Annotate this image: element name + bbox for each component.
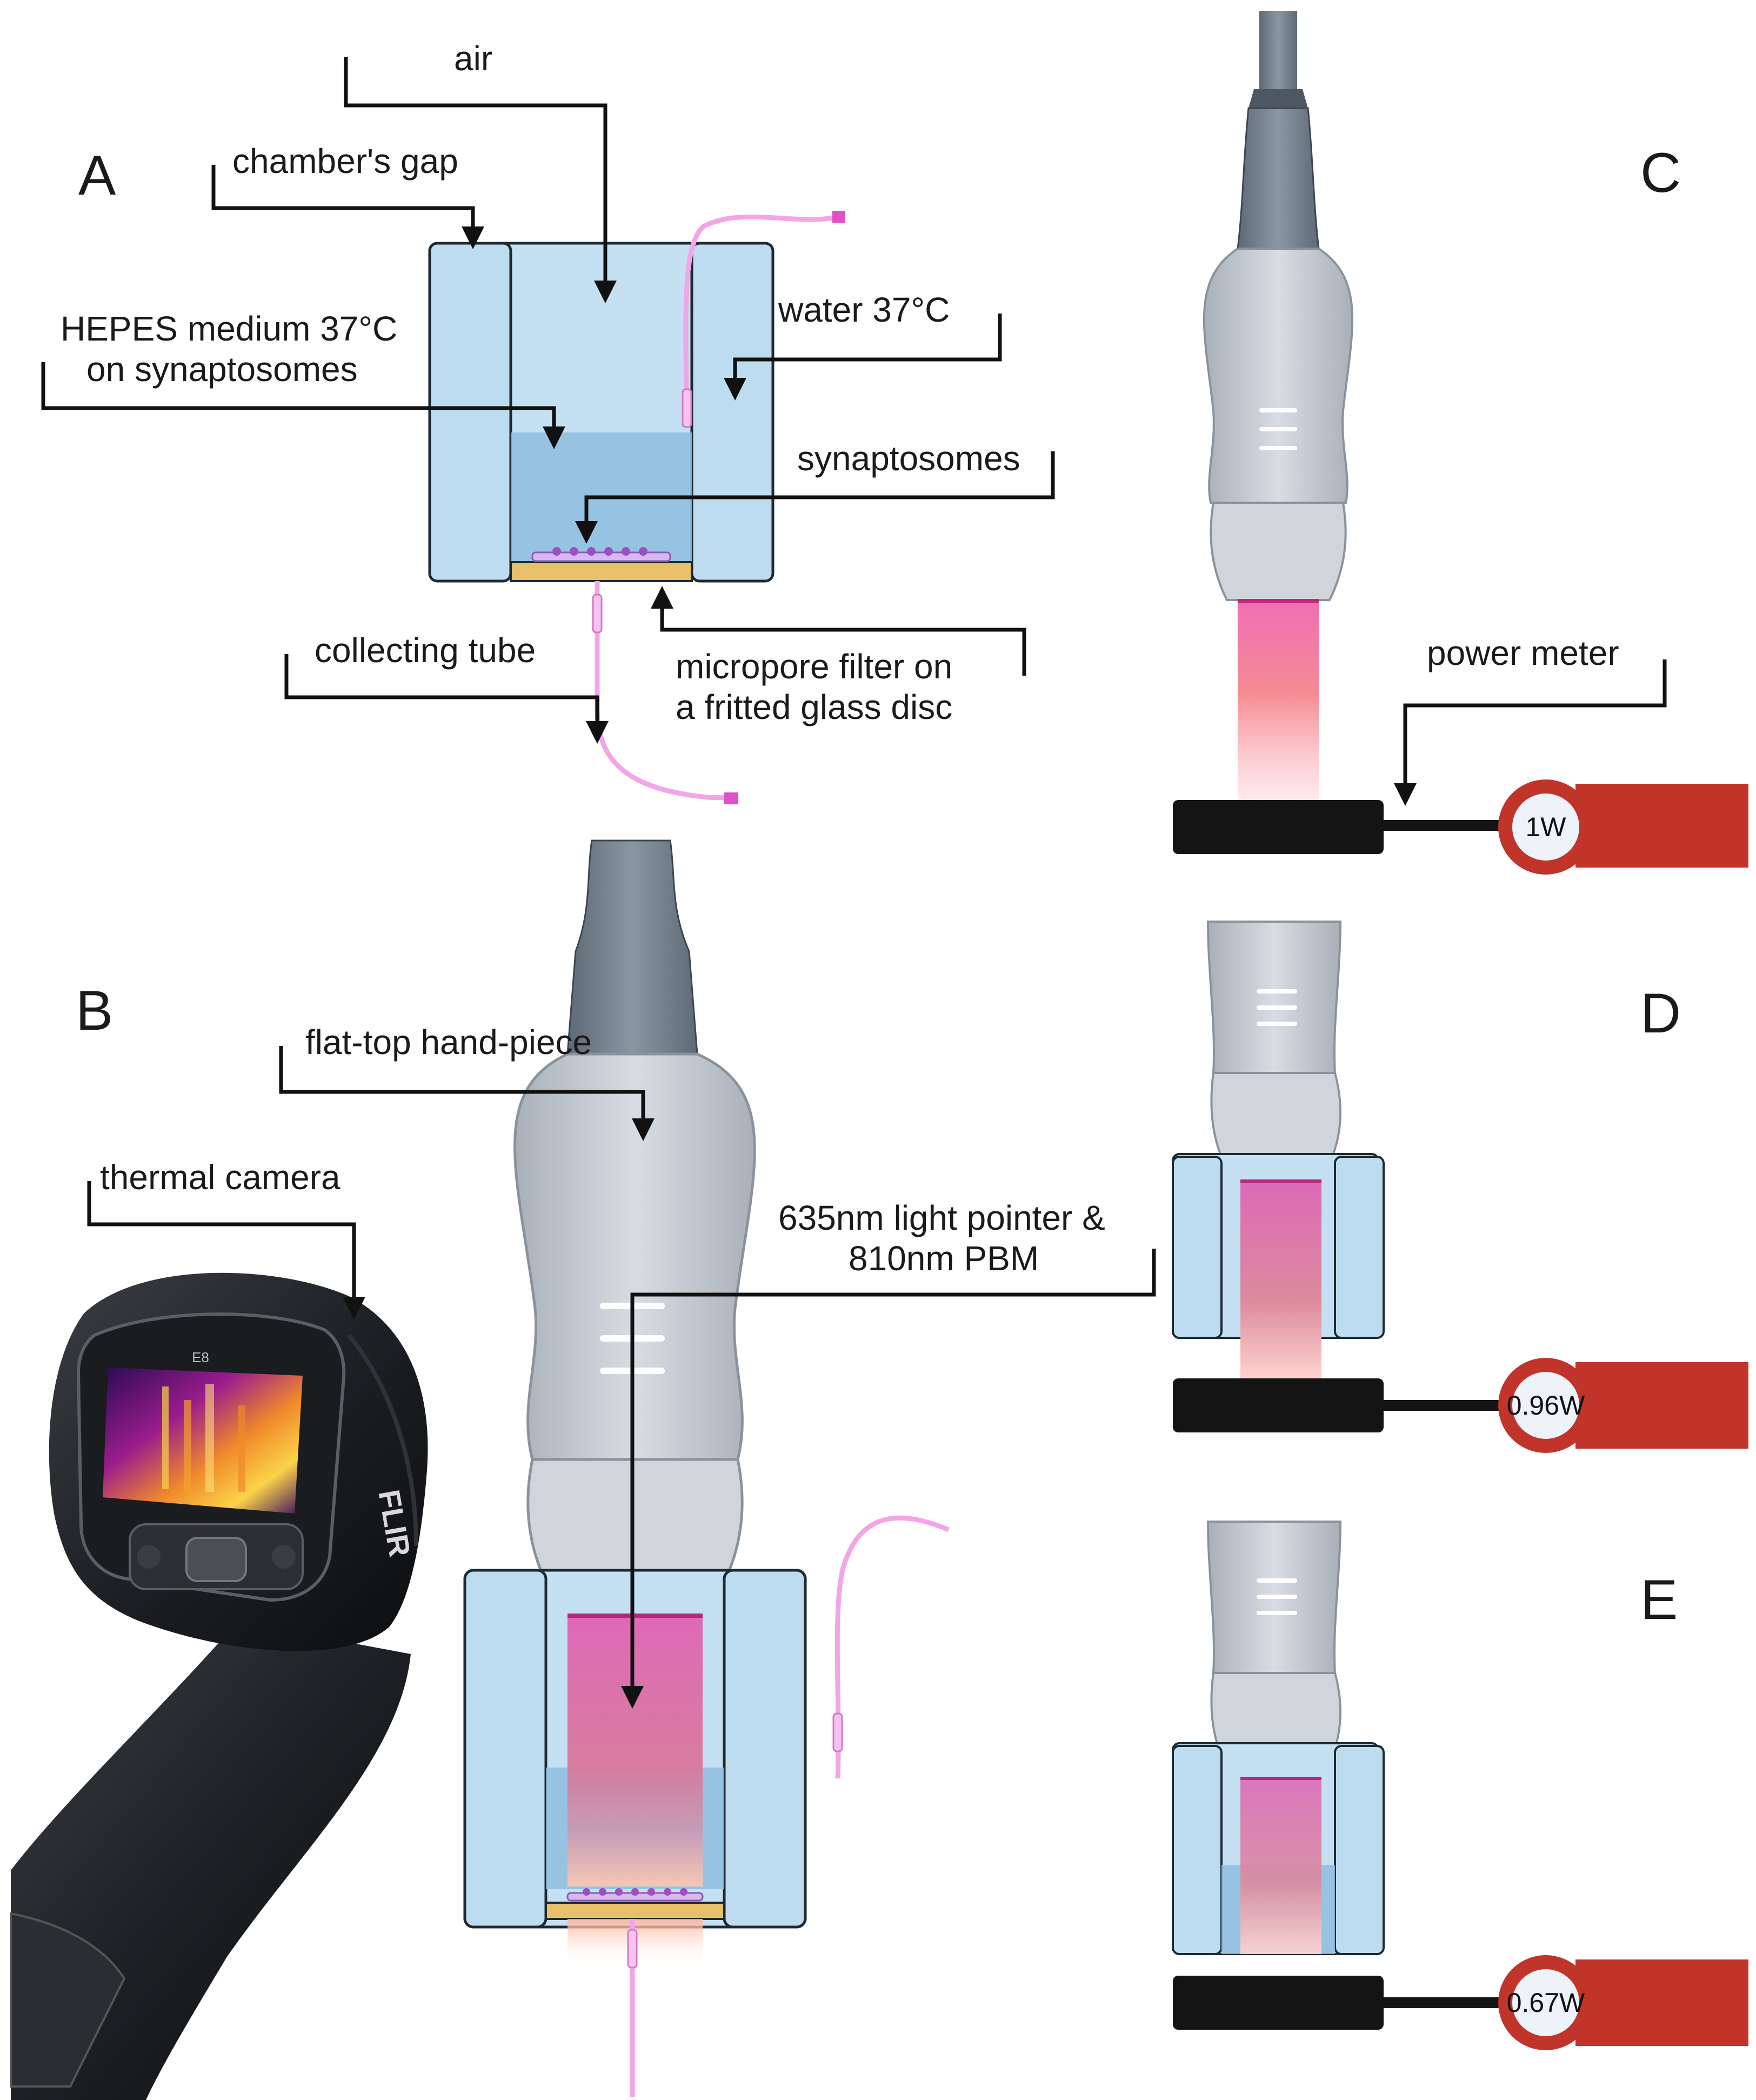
light-beam-c bbox=[1238, 603, 1319, 805]
handpiece-icon bbox=[1206, 1521, 1342, 1779]
panel-label-b: B bbox=[76, 979, 113, 1042]
light-beam-d bbox=[1240, 1181, 1321, 1381]
panel-label-a: A bbox=[78, 144, 116, 207]
label-collecting-tube: collecting tube bbox=[315, 631, 536, 670]
panel-a: A air chamber's gap HEPES medium 37 bbox=[41, 39, 1055, 804]
panel-c: C 1W power meter bbox=[1173, 11, 1748, 875]
label-filter-line2: a fritted glass disc bbox=[676, 688, 952, 726]
reading-d: 0.96W bbox=[1507, 1390, 1585, 1421]
label-hepes-line1: HEPES medium 37°C bbox=[61, 309, 397, 348]
thermal-camera-icon: FLIR E8 bbox=[10, 1272, 428, 2100]
panel-label-d: D bbox=[1640, 982, 1681, 1045]
power-meter-icon: 0.96W bbox=[1173, 1358, 1748, 1453]
label-filter-line1: micropore filter on bbox=[676, 647, 952, 686]
panel-b: B bbox=[10, 839, 1156, 2100]
power-meter-icon: 1W bbox=[1173, 779, 1748, 875]
chamber-b bbox=[463, 1569, 807, 1968]
label-chambers-gap: chamber's gap bbox=[232, 142, 458, 181]
chamber-a bbox=[428, 242, 774, 583]
inflow-tube bbox=[683, 214, 842, 417]
synaptosome-layer bbox=[531, 551, 671, 562]
label-light-line1: 635nm light pointer & bbox=[778, 1198, 1105, 1237]
label-hepes-line2: on synaptosomes bbox=[86, 350, 358, 389]
panel-label-e: E bbox=[1640, 1569, 1678, 1631]
label-water: water 37°C bbox=[778, 290, 950, 329]
light-beam-e bbox=[1240, 1778, 1321, 1954]
label-flat-top: flat-top hand-piece bbox=[305, 1023, 592, 1062]
label-air: air bbox=[454, 39, 492, 78]
panel-e: E 0.67W bbox=[1172, 1521, 1748, 2050]
panel-d: D 0.96W bbox=[1172, 921, 1748, 1453]
reading-c: 1W bbox=[1526, 812, 1567, 842]
label-light-line2: 810nm PBM bbox=[849, 1239, 1039, 1278]
handpiece-icon bbox=[513, 839, 756, 1618]
handpiece-icon bbox=[1206, 921, 1342, 1182]
micropore-filter bbox=[510, 561, 693, 582]
camera-model: E8 bbox=[192, 1349, 209, 1365]
panel-label-c: C bbox=[1640, 142, 1681, 204]
label-synaptosomes: synaptosomes bbox=[797, 439, 1020, 478]
light-beam-b bbox=[567, 1616, 703, 1886]
power-meter-icon: 0.67W bbox=[1173, 1955, 1748, 2050]
handpiece-icon bbox=[1203, 11, 1354, 603]
label-power-meter: power meter bbox=[1427, 634, 1619, 672]
label-thermal-camera: thermal camera bbox=[100, 1158, 340, 1197]
reading-e: 0.67W bbox=[1507, 1988, 1585, 2018]
